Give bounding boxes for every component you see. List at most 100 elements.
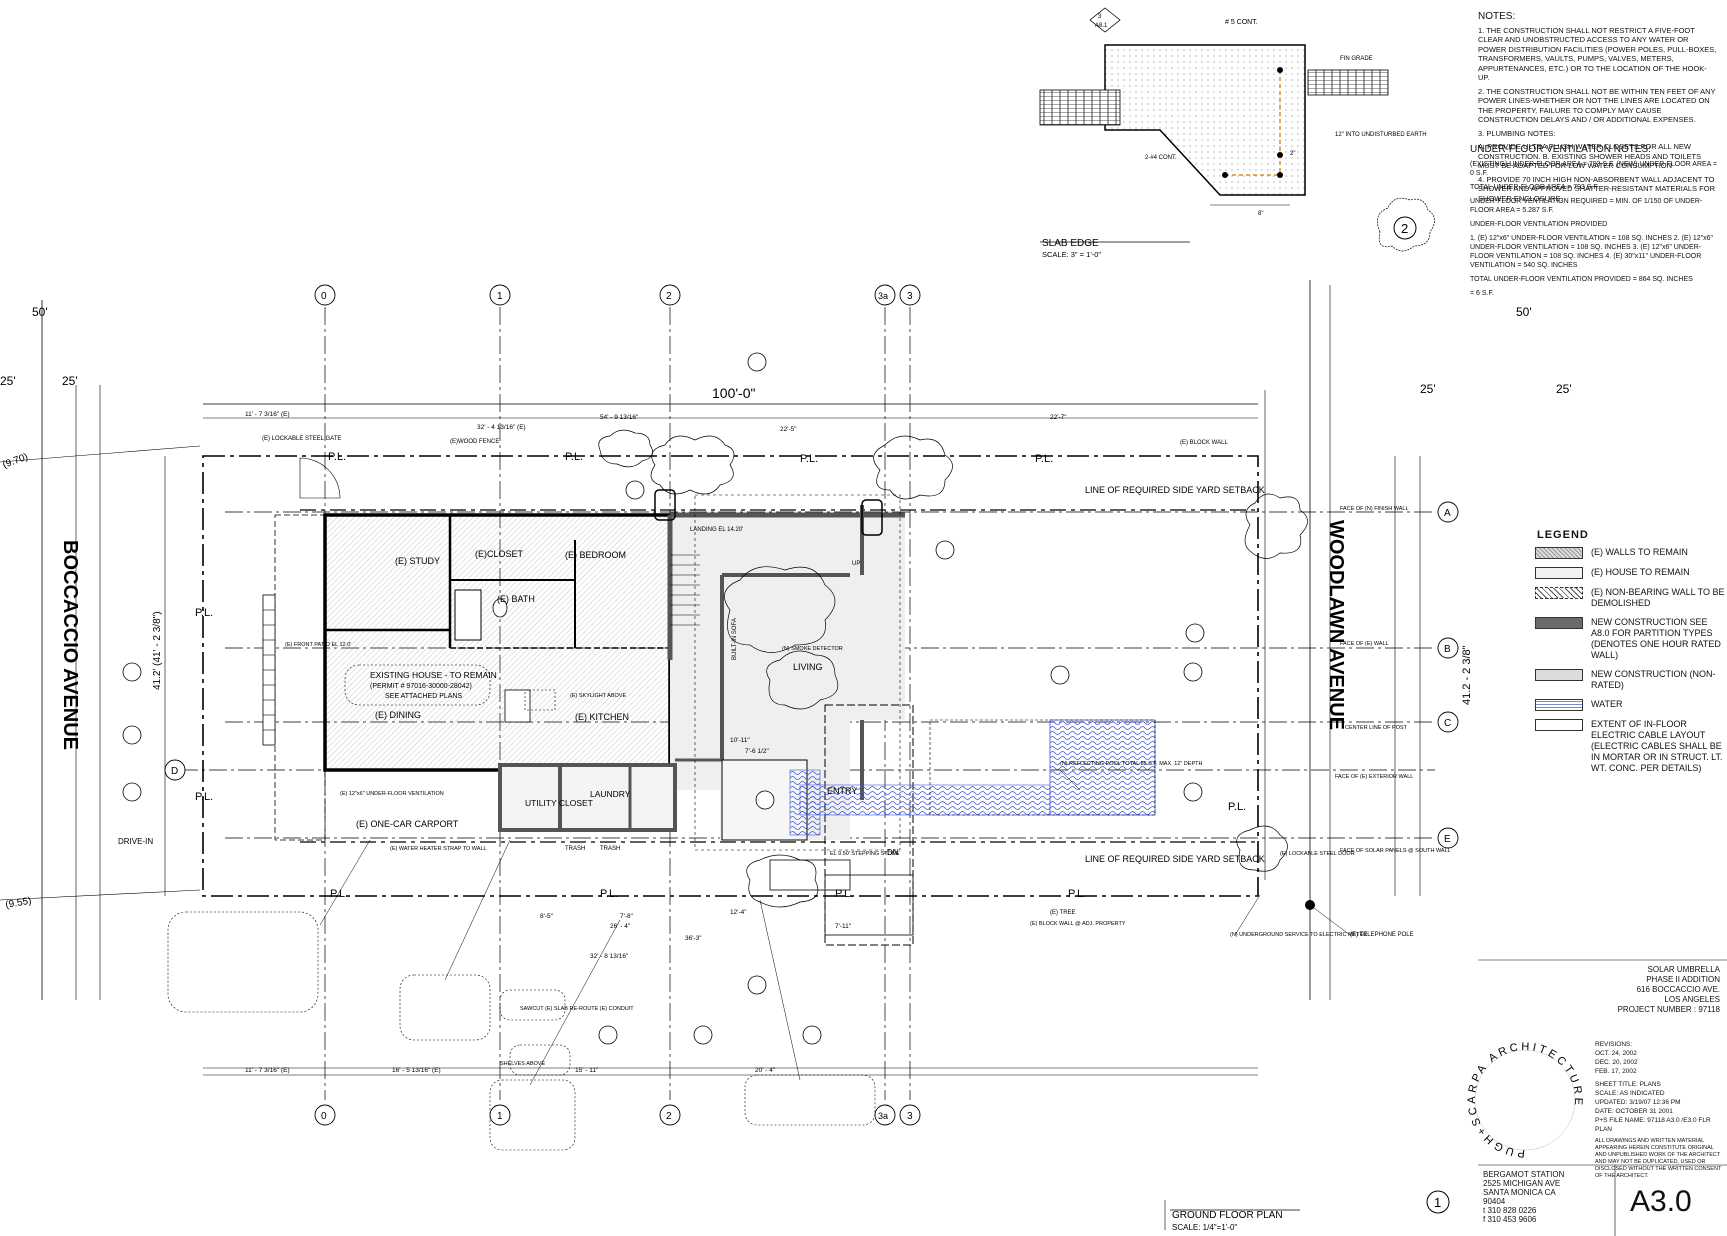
grid-bottom-3: 3 [907,1111,913,1122]
revisions-label: REVISIONS: [1595,1041,1633,1048]
legend-item: (E) NON-BEARING WALL TO BE DEMOLISHED [1535,587,1725,609]
legend-item: EXTENT OF IN-FLOOR ELECTRIC CABLE LAYOUT… [1535,719,1725,774]
overall-dimension: 100'-0" [712,385,755,401]
stepping-stone-note: EL 9.50' STEPPING STONE [830,851,900,857]
grid-bottom-1: 1 [497,1111,503,1122]
pl-label-6: P.L. [195,791,213,803]
legend-label: NEW CONSTRUCTION (NON-RATED) [1591,669,1716,690]
detail-cont-label: 2-#4 CONT. [1145,155,1177,161]
room-living: LIVING [793,662,823,672]
grid-side-e: E [1444,834,1451,845]
dim-misc-6: 36'-3" [685,935,702,942]
file-value: 97118 A3.0 /E3.0 FLR PLAN [1595,1117,1711,1133]
legend-label: EXTENT OF IN-FLOOR ELECTRIC CABLE LAYOUT… [1591,719,1723,773]
slab-section [1104,44,1306,196]
dim-bottom-2: 16' - 5 13/16" (E) [392,1067,441,1074]
plan-number: 1 [1434,1195,1441,1210]
sheet-info: REVISIONS: OCT. 24, 2002 DEC. 20, 2002 F… [1595,1040,1725,1180]
room-utility: UTILITY CLOSET [525,798,593,808]
grid-top-3a: 3a [878,291,888,301]
existing-house-note: EXISTING HOUSE - TO REMAIN [370,670,497,680]
pl-label-3: P.L. [800,453,818,465]
legend-item: (E) HOUSE TO REMAIN [1535,567,1725,579]
project-number: PROJECT NUMBER : 97118 [1617,1005,1720,1014]
vent-line-5: 1. (E) 12"x6" UNDER-FLOOR VENTILATION = … [1470,235,1714,269]
trees [598,429,1308,908]
reflecting-pool-note: (N) REFLECTING POOL TOTAL 85 S.F. MAX. 1… [1060,761,1202,767]
general-notes: NOTES: 1. THE CONSTRUCTION SHALL NOT RES… [1478,12,1718,207]
ventilation-notes: UNDER-FLOOR VENTILATION NOTES: (EXISTING… [1470,145,1720,303]
grid-side-c: C [1444,718,1451,729]
dim-bottom-1: 11' - 7 3/16" (E) [245,1067,290,1074]
legend-swatch-house [1535,567,1583,579]
front-patio-note: (E) FRONT PATIO EL 12.0' [285,642,351,648]
plan-number-bubble [1426,1190,1450,1214]
center-post-note: CENTER LINE OF POST [1345,725,1408,731]
revision-3: FEB. 17, 2002 [1595,1068,1637,1075]
detail-earth-label: 12" INTO UNDISTURBED EARTH [1335,132,1427,138]
vent-line-3: UNDER-FLOOR VENTILATION REQUIRED = MIN. … [1470,198,1703,214]
face-wall-note: FACE OF (E) WALL [1340,641,1389,647]
finish-wall-note: FACE OF (N) FINISH WALL [1340,506,1409,512]
plan-title: GROUND FLOOR PLAN [1172,1210,1283,1221]
under-floor-vent-note: (E) 12"x6" UNDER-FLOOR VENTILATION [340,791,444,797]
legend-swatch-new-rated [1535,617,1583,629]
dim-misc-1: 8'-5" [540,913,554,920]
office-line-3: SANTA MONICA CA [1483,1188,1556,1197]
office-line-2: 2525 MICHIGAN AVE [1483,1179,1561,1188]
detail-number-bubble [1393,216,1417,240]
legend-title: LEGEND [1537,529,1589,541]
dim-top-4: 22'-5" [780,426,797,433]
reflecting-pool [789,719,1156,836]
gate-note: (E) LOCKABLE STEEL GATE [262,436,341,442]
block-wall-note: (E) BLOCK WALL [1180,440,1228,446]
ventilation-title: UNDER-FLOOR VENTILATION NOTES: [1470,144,1651,155]
room-closet: (E)CLOSET [475,549,524,559]
site-lines [0,280,1421,1076]
sheet-title: PLANS [1639,1081,1661,1088]
dim-misc-7: 10'-11" [730,737,750,744]
street-width-right: 50' [1516,305,1532,319]
earth-left [1039,89,1121,126]
detail-tag-sheet: A8.1 [1095,23,1108,29]
legend-swatch-cable [1535,719,1583,731]
setback-top-label: LINE OF REQUIRED SIDE YARD SETBACK [1085,485,1265,495]
legend-item: NEW CONSTRUCTION SEE A8.0 FOR PARTITION … [1535,617,1725,661]
trash-label-1: TRASH [565,846,585,852]
sheet-title-label: SHEET TITLE: [1595,1081,1638,1088]
wood-fence-note: (E)WOOD FENCE [450,439,499,445]
file-row: P+S FILE NAME: 97118 A3.0 /E3.0 FLR PLAN [1595,1116,1725,1134]
skylight-note: (E) SKYLIGHT ABOVE [570,693,626,699]
room-laundry: LAUNDRY [590,789,631,799]
date-label: DATE: [1595,1108,1614,1115]
legend-swatch-new [1535,669,1583,681]
detail-tag-a: 3 [1098,14,1102,20]
setback-left-b: 25' [62,374,78,388]
revision-2: DEC. 20, 2002 [1595,1059,1638,1066]
electric-service-note: (N) UNDERGROUND SERVICE TO ELECTRIC METE… [1230,932,1367,938]
telephone-pole-mark [1305,900,1315,910]
smoke-detector-note: (N) SMOKE DETECTOR [782,646,843,652]
legend-label: NEW CONSTRUCTION SEE A8.0 FOR PARTITION … [1591,617,1721,660]
legend-label: (E) HOUSE TO REMAIN [1591,567,1690,577]
project-address: 616 BOCCACCIO AVE. [1636,985,1720,994]
file-label: P+S FILE NAME: [1595,1117,1646,1124]
earth-right [1307,69,1389,96]
grid-side-b: B [1444,644,1451,655]
detail-scale: SCALE: 3" = 1'-0" [1042,250,1101,259]
new-addition [498,489,914,946]
note-1: 1. THE CONSTRUCTION SHALL NOT RESTRICT A… [1478,25,1717,83]
pl-label-11: P.L. [1228,801,1246,813]
ext-wall-note: FACE OF (E) EXTERIOR WALL [1335,774,1413,780]
firm-logo: PUGH+SCARPA ARCHITECTURE [1466,1041,1581,1159]
updated-label: UPDATED: [1595,1099,1628,1106]
elevation-top: (9.70) [1,452,29,471]
solar-panels-note: FACE OF SOLAR PANELS @ SOUTH WALL [1340,848,1451,854]
setback-right-a: 25' [1420,382,1436,396]
plan-scale: SCALE: 1/4"=1'-0" [1172,1223,1237,1232]
section-markers [122,352,1205,1045]
pl-label-10: P.L. [1068,888,1086,900]
note-2: 2. THE CONSTRUCTION SHALL NOT BE WITHIN … [1478,86,1716,125]
scale-value: AS INDICATED [1619,1090,1665,1097]
legend-label: (E) NON-BEARING WALL TO BE DEMOLISHED [1591,587,1725,608]
